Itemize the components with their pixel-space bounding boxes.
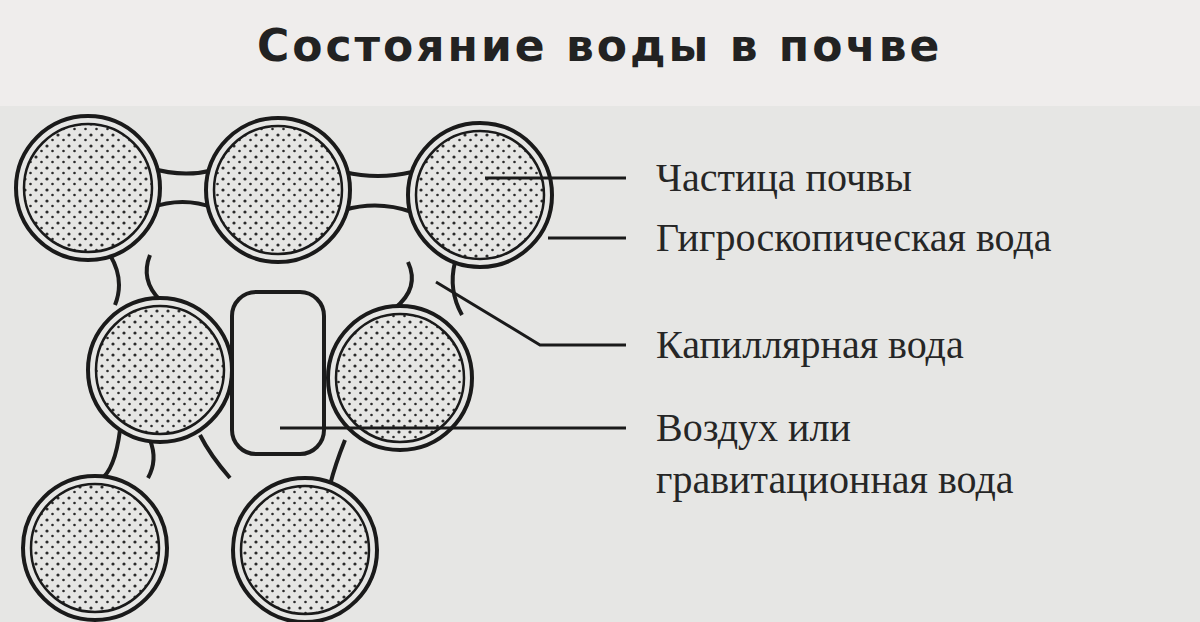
soil-particle xyxy=(23,476,167,620)
hygroscopic-film xyxy=(88,298,232,442)
soil-particle xyxy=(88,298,232,442)
particle-core xyxy=(31,484,159,612)
hygroscopic-film xyxy=(16,116,160,260)
hygroscopic-film xyxy=(206,118,350,262)
callout-label: Воздух или гравитационная вода xyxy=(656,402,1096,506)
particle-core xyxy=(336,314,464,442)
title: Состояние воды в почве xyxy=(257,20,942,71)
photo-ground xyxy=(0,106,1200,622)
soil-particles xyxy=(16,116,552,622)
hygroscopic-film xyxy=(233,478,377,622)
callout-label: Частица почвы xyxy=(656,152,912,204)
soil-particle xyxy=(233,478,377,622)
soil-particle xyxy=(408,123,552,267)
particle-core xyxy=(241,486,369,614)
hygroscopic-film xyxy=(23,476,167,620)
particle-core xyxy=(96,306,224,434)
leader-lines xyxy=(280,178,626,428)
callout-label: Гигроскопическая вода xyxy=(656,212,1052,264)
particle-core xyxy=(24,124,152,252)
hygroscopic-film xyxy=(408,123,552,267)
callout-label: Капиллярная вода xyxy=(656,319,964,371)
soil-particle xyxy=(16,116,160,260)
particle-core xyxy=(214,126,342,254)
particle-core xyxy=(416,131,544,259)
soil-particle xyxy=(206,118,350,262)
